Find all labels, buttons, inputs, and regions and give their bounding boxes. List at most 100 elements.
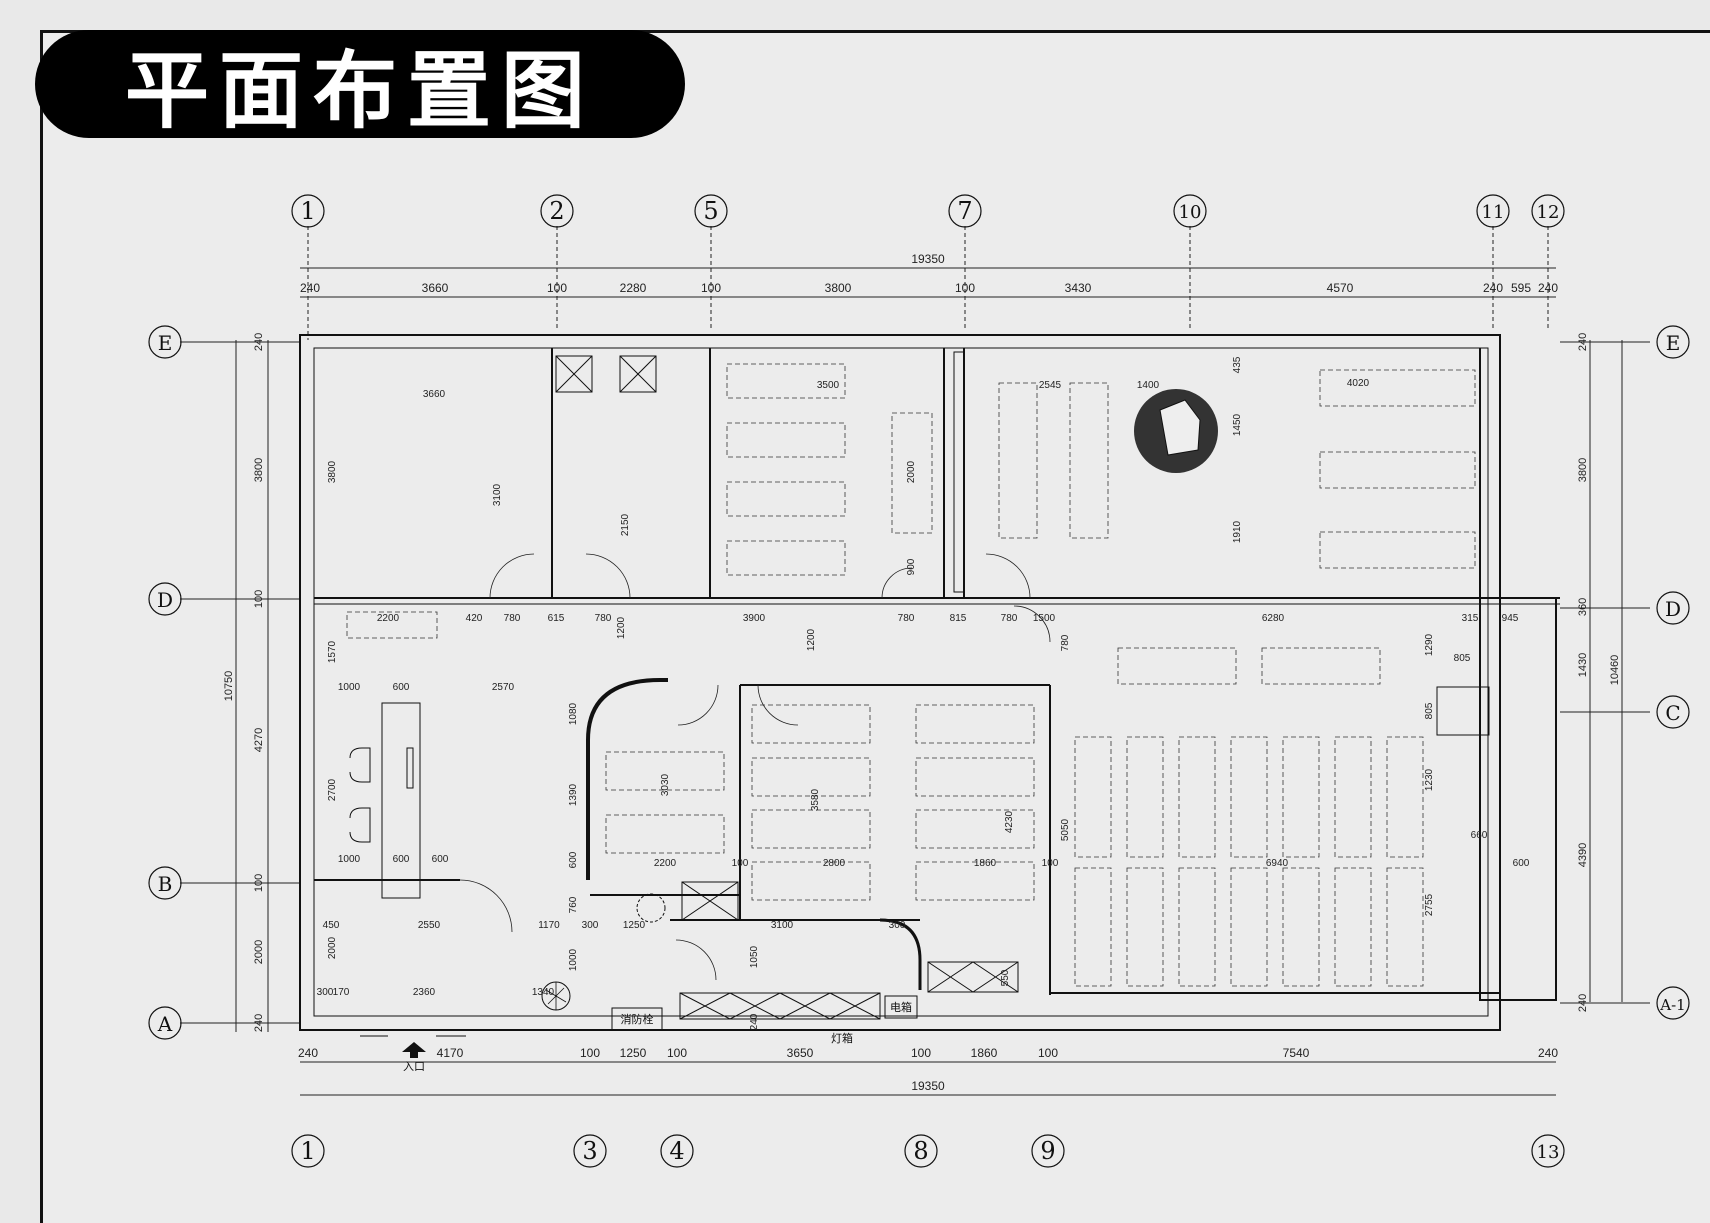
dim-left-6: 240 [253,1014,265,1032]
grid-label-left-B: B [158,872,173,896]
door-swing-entrance [459,879,513,933]
door-swing-1 [489,553,535,599]
right-wing-wall [1479,597,1557,1001]
dim-ll-9: 2550 [418,920,441,931]
grid-label-left-A: A [157,1012,173,1036]
dim-v-lm-3: 1390 [568,783,579,806]
column-box [1436,686,1490,736]
dim-bottom-10: 240 [1538,1046,1558,1060]
dim-ll-13: 450 [323,920,340,931]
grid-circle-bottom-3 [573,1134,607,1168]
grid-label-left-E: E [158,331,173,355]
dim-v-top-18: 1910 [1232,520,1243,543]
dim-bottom-3: 1250 [620,1046,647,1060]
grid-label-top-1: 1 [300,197,315,225]
grid-circle-right-C [1656,695,1690,729]
grid-label-top-12: 12 [1537,202,1560,223]
dim-v-ll-0: 1570 [327,640,338,663]
title-banner: 平面布置图 [35,30,685,140]
equipment-7 [1069,382,1109,539]
electric-box-rect [884,995,918,1019]
door-swing-5 [677,684,719,726]
dim-mid-0: 2200 [377,613,400,624]
dim-mid-9: 1500 [1033,613,1056,624]
equipment-13 [605,751,725,791]
cabinet-right [953,351,965,593]
grid-label-bottom-3: 3 [582,1137,597,1165]
dim-left-5: 2000 [253,940,265,964]
dim-v-lm-0: 1200 [616,616,627,639]
grid-circle-right-A1 [1656,986,1690,1020]
dim-ll-17: 2360 [413,987,436,998]
dim-int-3: 1400 [1137,380,1160,391]
seat-row-8 [1074,867,1112,987]
grid-label-bottom-9: 9 [1040,1137,1055,1165]
dim-lm-10: 1860 [974,858,997,869]
dim-ll-5: 1000 [338,854,361,865]
dim-ll-12: 1250 [623,920,646,931]
grid-circle-top-1 [291,194,325,228]
seat-row-13 [1334,867,1372,987]
grid-circle-left-D [148,582,182,616]
dim-v-lr-4: 1290 [1424,633,1435,656]
drawing-frame [40,30,1710,1223]
dim-v-lm-12: 4230 [1004,810,1015,833]
dim-ll-16: 170 [333,987,350,998]
grid-label-top-10: 10 [1179,202,1202,223]
dim-lr-7: 6940 [1266,858,1289,869]
drawing-title: 平面布置图 [124,41,595,140]
grid-label-top-7: 7 [957,197,972,225]
dim-v-lr-0: 780 [1060,634,1071,651]
dim-v-lr-8: 2755 [1424,893,1435,916]
dim-right-1: 3800 [1577,458,1589,482]
light-box-label: 灯箱 [831,1031,853,1045]
grid-label-right-E: E [1666,331,1681,355]
dim-ll-3: 2570 [492,682,515,693]
grid-circle-top-5 [694,194,728,228]
door-swing-4 [985,553,1031,599]
grid-label-top-2: 2 [549,197,564,225]
seat-row-10 [1178,867,1216,987]
equipment-5 [891,412,933,534]
dim-v-lm-2: 1080 [568,702,579,725]
equipment-19 [915,704,1035,744]
dim-v-int-1: 3100 [492,483,503,506]
basin-icon [636,893,666,923]
seat-row-7 [1386,736,1424,858]
entrance-arrow-icon [402,1042,426,1058]
dim-ll-7: 600 [432,854,449,865]
dim-mid-7: 815 [950,613,967,624]
dim-v-lm-15: 1050 [749,945,760,968]
dim-bottom-0: 240 [298,1046,318,1060]
dim-right-5: 240 [1577,994,1589,1012]
dim-v-lm-17: 550 [1000,969,1011,986]
grid-circle-bottom-1 [291,1134,325,1168]
dim-v-int-4: 900 [906,558,917,575]
dim-v-int-0: 3800 [327,460,338,483]
column-core [1159,399,1201,456]
outer-wall [299,334,1501,1031]
door-swing-2 [585,553,631,599]
dim-top-8: 4570 [1327,281,1354,295]
dim-bottom-7: 1860 [971,1046,998,1060]
dim-lr-6: 660 [1471,830,1488,841]
dim-top-0: 240 [300,281,320,295]
toilet-2 [619,355,657,393]
dim-mid-10: 6280 [1262,613,1285,624]
seat-row-14 [1386,867,1424,987]
equipment-4 [726,540,846,576]
dim-left-4: 100 [253,874,265,892]
dim-ll-1: 1000 [338,682,361,693]
dim-top-1: 3660 [422,281,449,295]
equipment-20 [915,757,1035,797]
outer-wall-inner [313,347,1489,1017]
dim-top-7: 3430 [1065,281,1092,295]
grid-label-bottom-4: 4 [669,1137,684,1165]
cabinet-row [679,992,881,1020]
dim-int-1: 3500 [817,380,840,391]
grid-label-bottom-13: 13 [1537,1142,1560,1163]
dim-v-lm-5: 600 [568,851,579,868]
dim-top-6: 100 [955,281,975,295]
dim-v-int-3: 2000 [906,460,917,483]
grid-circle-top-7 [948,194,982,228]
